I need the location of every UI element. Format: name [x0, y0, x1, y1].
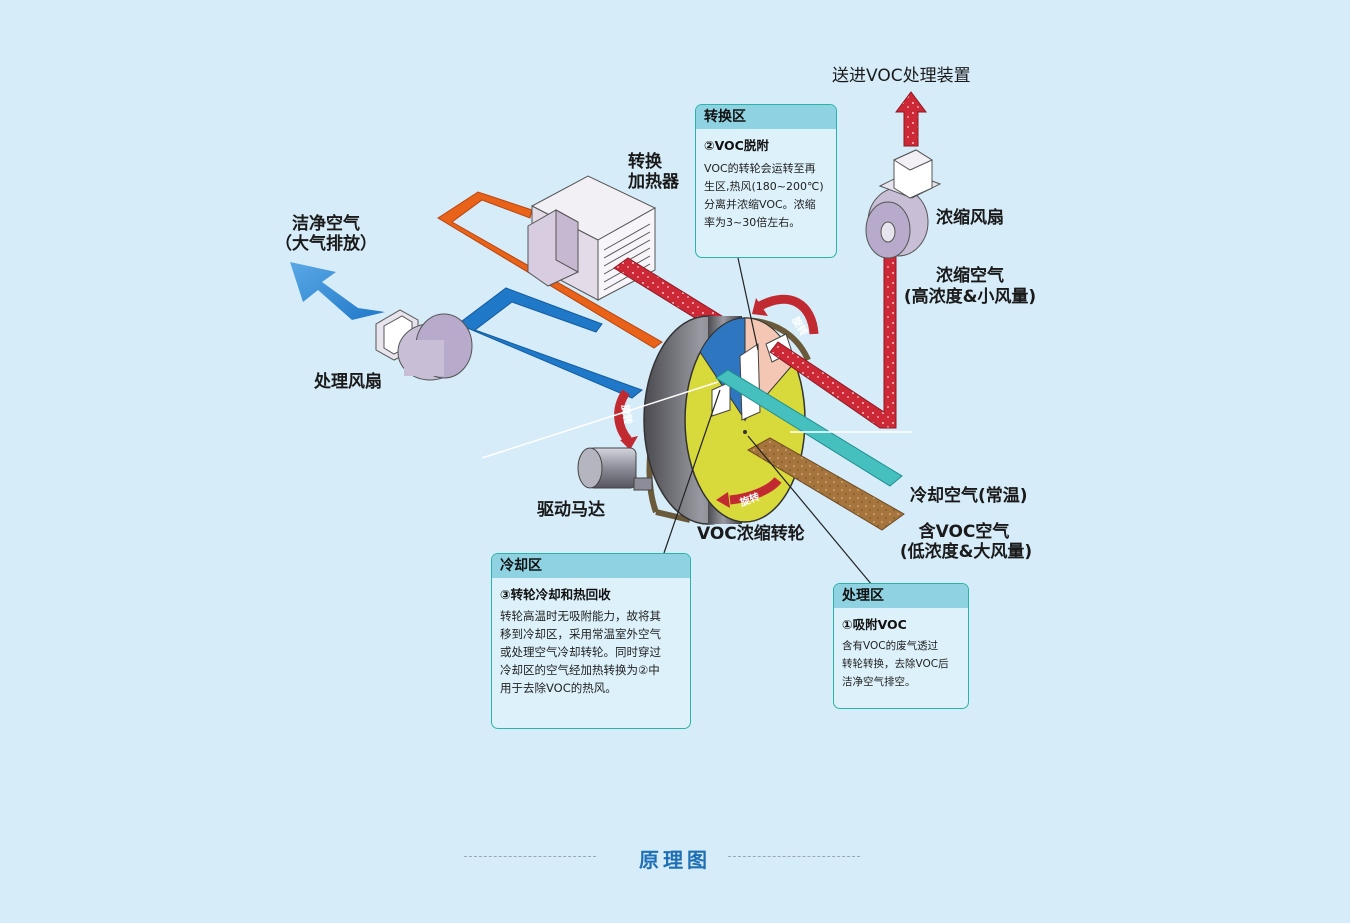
panel-cooling-line: 转轮高温时无吸附能力，故将其 [500, 609, 661, 623]
panel-treatment-line: 洁净空气排空。 [842, 676, 916, 688]
voc-air-stream [746, 437, 905, 531]
panel-conversion-subtitle: ②VOC脱附 [704, 138, 769, 153]
process-fan-label: 处理风扇 [314, 372, 382, 392]
cooling-air-stream [715, 369, 903, 487]
voc-concentration-rotor [643, 315, 806, 525]
send-to-voc-arrow [895, 91, 927, 147]
heater-label-line2: 加热器 [628, 172, 679, 192]
concentration-fan [865, 149, 942, 259]
panel-treatment-zone: 处理区 ①吸附VOC 含有VOC的废气透过 转轮转换，去除VOC后 洁净空气排空… [833, 583, 969, 709]
voc-air-label-line1: 含VOC空气 [918, 522, 1010, 542]
panel-conversion-line: 生区,热风(180~200℃) [704, 180, 824, 193]
panel-conversion-zone: 转换区 ②VOC脱附 VOC的转轮会运转至再 生区,热风(180~200℃) 分… [695, 104, 837, 258]
rotation-arrow-bottom [729, 476, 782, 505]
panel-cooling-title: 冷却区 [492, 554, 690, 578]
clean-air-label-line1: 洁净空气 [292, 214, 360, 234]
panel-treatment-subtitle: ①吸附VOC [842, 617, 907, 632]
footer-title: 原理图 [639, 848, 711, 872]
conc-air-label-line1: 浓缩空气 [936, 266, 1004, 286]
process-air-duct [457, 287, 644, 399]
heater-label-line1: 转换 [628, 152, 662, 172]
hot-air-duct [437, 191, 663, 349]
drive-motor-label: 驱动马达 [537, 500, 605, 520]
panel-cooling-line: 移到冷却区，采用常温室外空气 [500, 627, 661, 641]
process-fan [375, 309, 473, 381]
rotor-label: VOC浓缩转轮 [697, 524, 805, 544]
panel-treatment-line: 转轮转换，去除VOC后 [842, 658, 949, 670]
drive-motor [577, 447, 653, 491]
pointer-white-left [481, 381, 719, 459]
conc-fan-label: 浓缩风扇 [936, 208, 1004, 228]
panel-cooling-line: 或处理空气冷却转轮。同时穿过 [500, 645, 661, 659]
footer-divider-right [728, 856, 860, 857]
leader-line-cooling [663, 389, 721, 554]
voc-air-label-line2: (低浓度&大风量) [899, 542, 1033, 562]
panel-cooling-zone: 冷却区 ③转轮冷却和热回收 转轮高温时无吸附能力，故将其 移到冷却区，采用常温室… [491, 553, 691, 729]
send-to-voc-label: 送进VOC处理装置 [832, 66, 971, 86]
cooling-air-label: 冷却空气(常温) [910, 486, 1028, 506]
leader-line-conversion [737, 257, 759, 351]
rotation-arrow-top [757, 294, 819, 335]
rotation-arrow-left [614, 389, 632, 443]
panel-conversion-title: 转换区 [696, 105, 836, 129]
footer-divider-left [464, 856, 596, 857]
panel-conversion-line: 分离并浓缩VOC。浓缩 [704, 198, 816, 211]
leader-line-treatment [747, 435, 873, 586]
clean-air-label-line2: （大气排放） [275, 234, 377, 254]
panel-cooling-line: 用于去除VOC的热风。 [500, 681, 617, 695]
panel-cooling-line: 冷却区的空气经加热转换为②中 [500, 663, 660, 677]
conc-air-label-line2: (高浓度&小风量) [903, 287, 1037, 307]
panel-cooling-subtitle: ③转轮冷却和热回收 [500, 587, 611, 602]
panel-treatment-line: 含有VOC的废气透过 [842, 640, 939, 652]
panel-conversion-line: 率为3~30倍左右。 [704, 216, 801, 229]
panel-treatment-title: 处理区 [834, 584, 968, 608]
panel-conversion-line: VOC的转轮会运转至再 [704, 162, 816, 175]
clean-air-arrow [290, 262, 385, 320]
rotate-label-left: 旋转 [618, 403, 634, 426]
